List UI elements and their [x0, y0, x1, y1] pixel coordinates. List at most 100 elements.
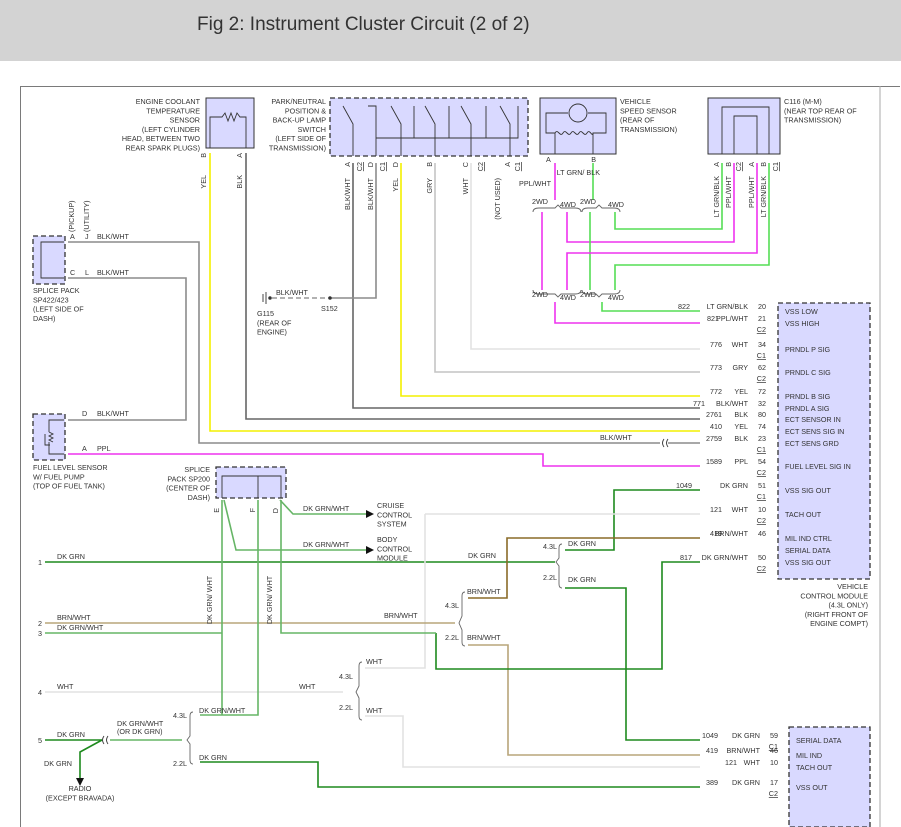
vss-coil-icon: [545, 112, 607, 154]
pin-number: 50: [758, 553, 766, 562]
wire-label: PPL: [97, 444, 111, 453]
wire-color: PPL/WHT: [716, 314, 749, 323]
wire-pnp-gry: [434, 163, 700, 373]
wire-brnwht-43: [468, 537, 700, 599]
pin-label: C1: [513, 162, 522, 171]
wire-sp422-a: [68, 241, 660, 444]
pin-label: D: [366, 162, 375, 167]
pin-number: 17: [770, 778, 778, 787]
wire-color: DK GRN: [732, 778, 760, 787]
circuit-number: 1049: [676, 481, 692, 490]
engine-variant-label: 2.2L: [543, 573, 557, 582]
wire-fuel-ppl: [68, 453, 700, 467]
connector-label: C2: [757, 325, 766, 334]
wire-label: BRN/WHT: [467, 587, 501, 596]
wire-label: YEL: [391, 178, 400, 192]
pin-number: 23: [758, 434, 766, 443]
diagram-frame: [20, 86, 900, 827]
wire-label: PPL/WHT: [519, 179, 552, 188]
vss-rotor-icon: [568, 103, 588, 123]
engine-variant-label: 4.3L: [543, 542, 557, 551]
terminal-number: 5: [38, 736, 42, 745]
vcm-pin-label: FUEL LEVEL SIG IN: [785, 462, 851, 471]
pin-number: 32: [758, 399, 766, 408]
wire-bcm: [223, 499, 368, 551]
pin-label: A: [70, 232, 75, 241]
circuit-number: 822: [678, 302, 690, 311]
2wd-label: 2WD: [532, 197, 548, 206]
header-bar: Fig 2: Instrument Cluster Circuit (2 of …: [0, 0, 901, 61]
wire-label: BLK/WHT: [600, 433, 633, 442]
fuel-rheostat-icon: [44, 419, 64, 455]
c116-label: TRANSMISSION): [784, 116, 841, 125]
thermistor-icon: [209, 111, 247, 148]
pnp-switch-label: (LEFT SIDE OF: [275, 134, 326, 143]
radio-arrow-icon: [76, 778, 84, 786]
ect-sensor-label: REAR SPARK PLUGS): [125, 144, 200, 153]
ecm-pin-label: VSS OUT: [796, 783, 828, 792]
wire-label: BRN/WHT: [57, 613, 91, 622]
pin-label: A: [546, 155, 551, 164]
ect-sensor-label: (LEFT CYLINDER: [142, 125, 200, 134]
wire-label: DK GRN/ WHT: [205, 575, 214, 624]
vss-box: [539, 97, 617, 155]
pin-number: 46: [770, 746, 778, 755]
fuel-sensor-label: FUEL LEVEL SENSOR: [33, 463, 108, 472]
pin-label: A: [747, 162, 756, 167]
wire-ppl-4wd-bot: [566, 163, 758, 290]
circuit-number: 121: [710, 505, 722, 514]
pin-label: B: [425, 162, 434, 167]
wire-brnwht-22: [468, 644, 700, 756]
pin-label: B: [724, 162, 733, 167]
switch-contacts-icon: [342, 105, 519, 156]
wire-sp200-f: [200, 500, 259, 716]
ect-sensor-label: SENSOR: [170, 116, 200, 125]
wire-label: PPL/WHT: [747, 175, 756, 208]
pin-label: A: [343, 162, 352, 167]
wire-pnp-blkwht-a: [352, 163, 700, 409]
c116-label: (NEAR TOP REAR OF: [784, 106, 857, 115]
wire-label: BLK: [235, 175, 244, 189]
circuit-number: 2759: [706, 434, 722, 443]
pin-number: 20: [758, 302, 766, 311]
engine-variant-label: 2.2L: [339, 703, 353, 712]
wire-label: WHT: [57, 682, 74, 691]
pin-number: 46: [758, 529, 766, 538]
vcm-pin-label: PRNDL P SIG: [785, 345, 831, 354]
wire-color: YEL: [734, 422, 748, 431]
pin-label: C: [70, 268, 75, 277]
pin-label: L: [85, 268, 89, 277]
circuit-number: 419: [706, 746, 718, 755]
radio-label: RADIO: [69, 784, 92, 793]
pin-label: D: [271, 508, 280, 513]
ecm-pin-label: SERIAL DATA: [796, 736, 842, 745]
pin-label: B: [199, 153, 208, 158]
vcm-pin-label: ECT SENS GRD: [785, 439, 839, 448]
vcm-pin-label: PRNDL B SIG: [785, 392, 831, 401]
wire-color: LT GRN/BLK: [707, 302, 748, 311]
connector-label: C1: [757, 492, 766, 501]
wire-label: DK GRN/WHT: [303, 504, 350, 513]
wire-vss-lgb-vcm: [601, 302, 700, 312]
selector-braces: [186, 204, 621, 765]
wire-label: (NOT USED): [493, 178, 502, 220]
pin-number: 34: [758, 340, 766, 349]
pin-label: F: [248, 507, 257, 512]
pnp-switch-label: TRANSMISSION): [269, 144, 326, 153]
connector-label: C2: [757, 564, 766, 573]
wire-label: BLK/WHT: [97, 268, 130, 277]
wire-label: BLK/WHT: [366, 177, 375, 210]
pin-label: D: [391, 162, 400, 167]
2wd-label: 2WD: [580, 197, 596, 206]
vcm-label: VEHICLE: [837, 582, 868, 591]
pnp-switch-box: [329, 97, 529, 157]
wire-cruise: [279, 499, 368, 515]
wire-wht-22: [365, 715, 700, 768]
circuit-number: 2761: [706, 410, 722, 419]
wire-label: LT GRN/BLK: [759, 176, 768, 217]
splice-sp422-box: [32, 235, 66, 285]
ecm-pin-label: TACH OUT: [796, 763, 833, 772]
pin-number: 51: [758, 481, 766, 490]
g115-label: G115: [257, 309, 274, 318]
